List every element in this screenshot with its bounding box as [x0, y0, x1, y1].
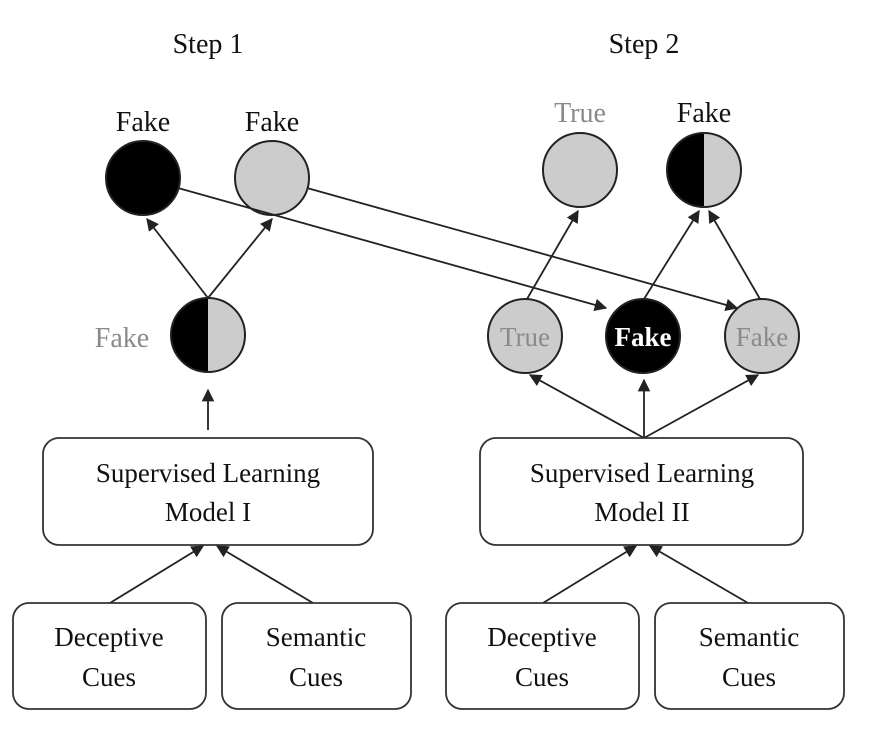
s2-input1-box — [445, 602, 640, 710]
edge-s2-mid3-top2 — [708, 209, 761, 300]
edge-s2-model-mid1 — [528, 374, 645, 439]
s2-mid-node2-label: Fake — [615, 322, 672, 352]
s1-top-node1 — [105, 140, 181, 216]
s1-model-box — [42, 437, 374, 546]
s2-mid-node1-label: True — [500, 322, 550, 352]
s1-input1-box — [12, 602, 207, 710]
s2-top-node1-label: True — [554, 98, 606, 129]
s2-top-node2 — [666, 132, 742, 208]
edge-s1-top1-to-s2-mid2 — [177, 187, 608, 312]
edge-s1-mid-top2 — [207, 218, 273, 299]
edge-s2-input1-model — [542, 545, 638, 604]
edge-s2-mid2-top2 — [643, 209, 700, 300]
step2-title: Step 2 — [609, 29, 680, 60]
step1-title: Step 1 — [173, 29, 244, 60]
s2-input1-line2: Cues — [515, 662, 569, 692]
s2-top-node2-label: Fake — [677, 98, 731, 129]
s1-mid-node — [170, 297, 246, 373]
edge-s2-model-mid3 — [643, 374, 760, 439]
s2-input1-line1: Deceptive — [487, 622, 596, 652]
step2-group: True Fake True Fake Fake Supervised Lear… — [445, 98, 845, 710]
edge-s1-mid-top1 — [146, 218, 209, 299]
s1-model-line2: Model I — [165, 497, 251, 527]
s2-model-box — [479, 437, 804, 546]
s2-input2-line1: Semantic — [699, 622, 799, 652]
s1-input1-line2: Cues — [82, 662, 136, 692]
s2-top-node1 — [542, 132, 618, 208]
s2-model-line1: Supervised Learning — [530, 458, 754, 488]
s1-input2-line1: Semantic — [266, 622, 366, 652]
edge-s1-top2-to-s2-mid3 — [306, 187, 739, 312]
edge-s1-input1-model — [109, 545, 205, 604]
edge-s2-mid1-top1 — [526, 209, 579, 300]
s1-model-line1: Supervised Learning — [96, 458, 320, 488]
s1-input2-box — [221, 602, 412, 710]
s1-top-node2-label: Fake — [245, 107, 299, 138]
edge-s2-input2-model — [648, 545, 749, 604]
s1-mid-node-label: Fake — [95, 323, 149, 354]
s2-input2-line2: Cues — [722, 662, 776, 692]
s2-mid-node2 — [605, 298, 681, 374]
s2-input2-box — [654, 602, 845, 710]
s1-top-node2 — [234, 140, 310, 216]
edge-s1-input2-model — [215, 545, 314, 604]
s1-input2-line2: Cues — [289, 662, 343, 692]
s2-model-line2: Model II — [594, 497, 689, 527]
s1-input1-line1: Deceptive — [54, 622, 163, 652]
s2-mid-node3 — [724, 298, 800, 374]
s2-mid-node3-label: Fake — [736, 322, 789, 352]
s2-mid-node1 — [487, 298, 563, 374]
s1-top-node1-label: Fake — [116, 107, 170, 138]
